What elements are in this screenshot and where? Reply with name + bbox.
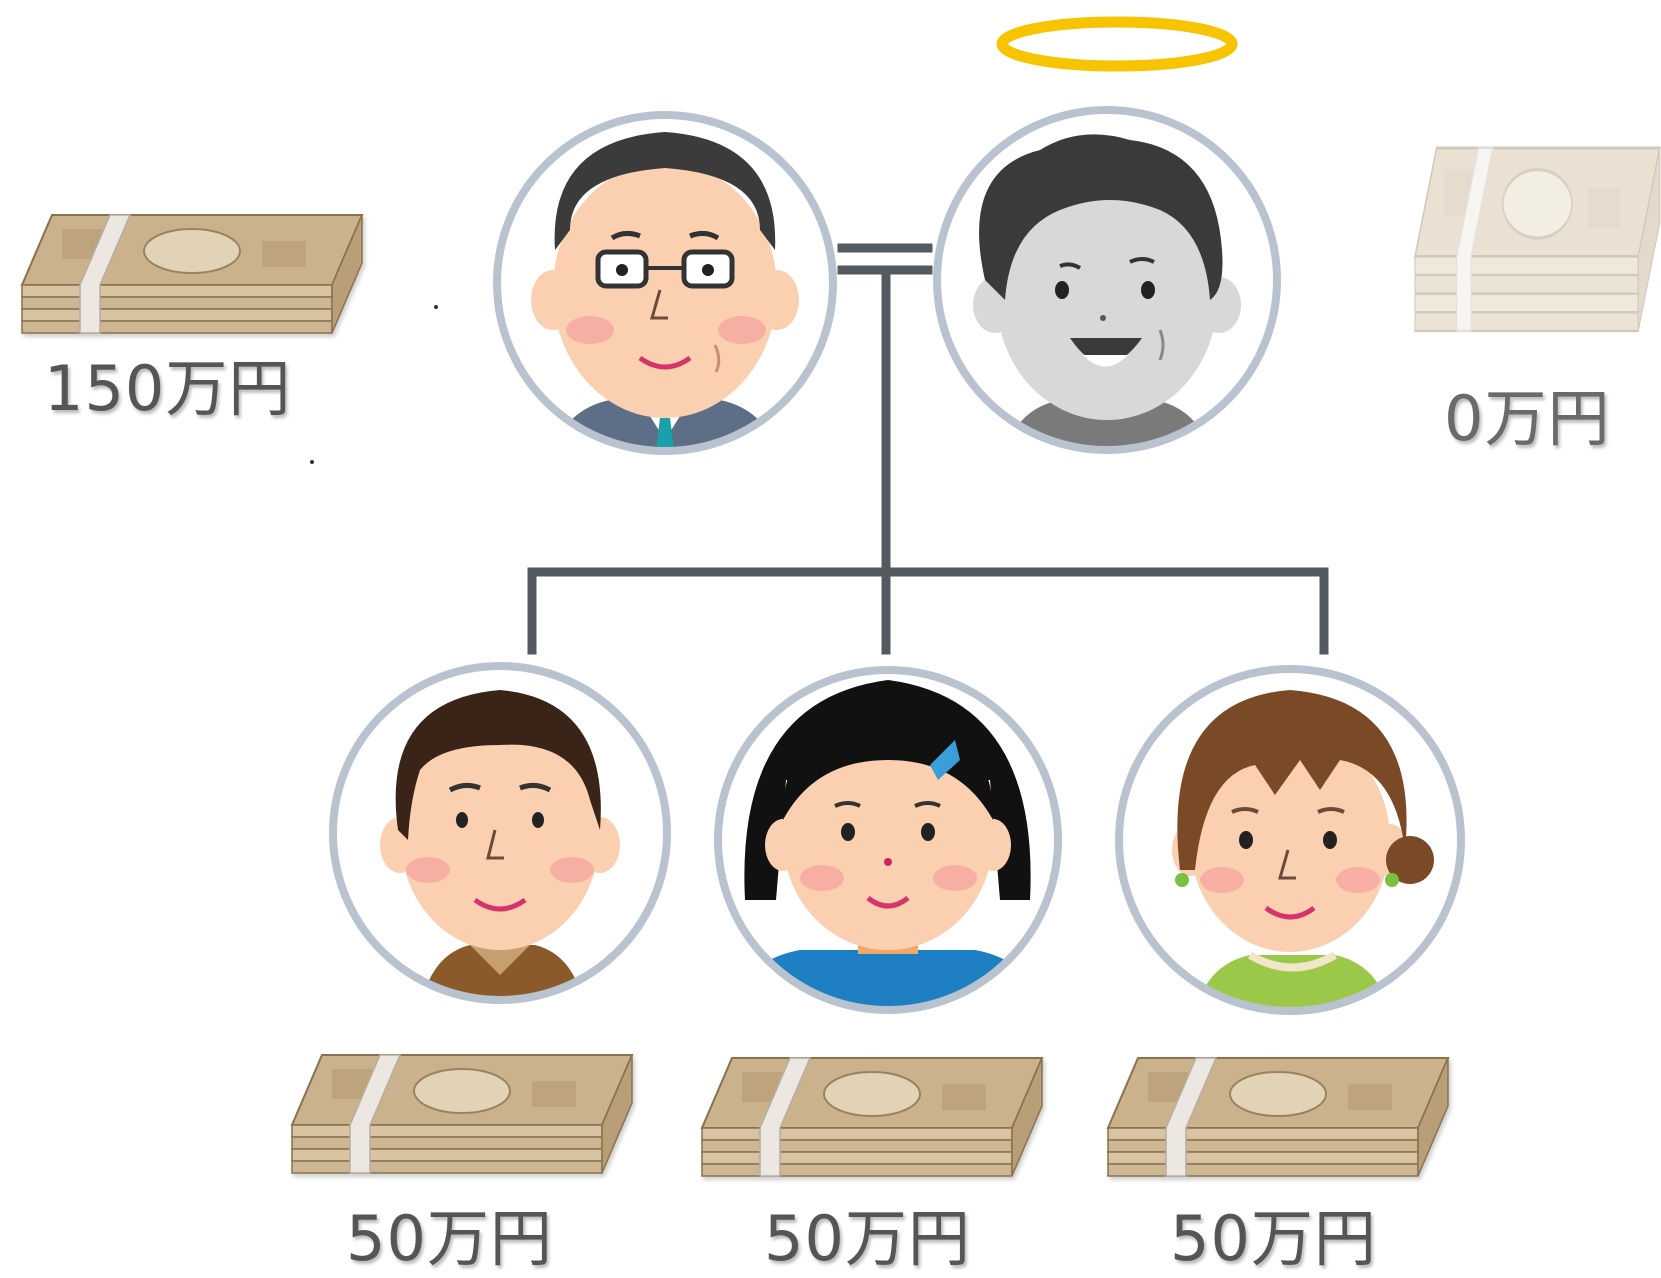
banknote-stack-icon xyxy=(21,214,363,334)
amount-father: 150万円 xyxy=(44,352,292,425)
family-tree-connectors xyxy=(527,243,1329,655)
person-mother-deceased xyxy=(933,106,1281,454)
amount-child-1: 50万円 xyxy=(346,1202,553,1275)
banknote-stack-icon xyxy=(291,1054,633,1174)
person-child-2 xyxy=(714,666,1062,1014)
banknote-stack-icon xyxy=(1413,146,1661,333)
person-child-1 xyxy=(329,662,671,1004)
person-child-3 xyxy=(1115,665,1465,1015)
person-father xyxy=(493,111,837,455)
amount-child-2: 50万円 xyxy=(764,1202,971,1275)
amount-mother: 0万円 xyxy=(1444,382,1611,455)
stray-dot xyxy=(310,460,314,464)
amount-child-3: 50万円 xyxy=(1170,1202,1377,1275)
stray-dot xyxy=(434,305,438,309)
banknote-stack-icon xyxy=(701,1057,1043,1177)
banknote-stack-icon xyxy=(1107,1057,1449,1177)
halo-icon xyxy=(996,16,1238,72)
